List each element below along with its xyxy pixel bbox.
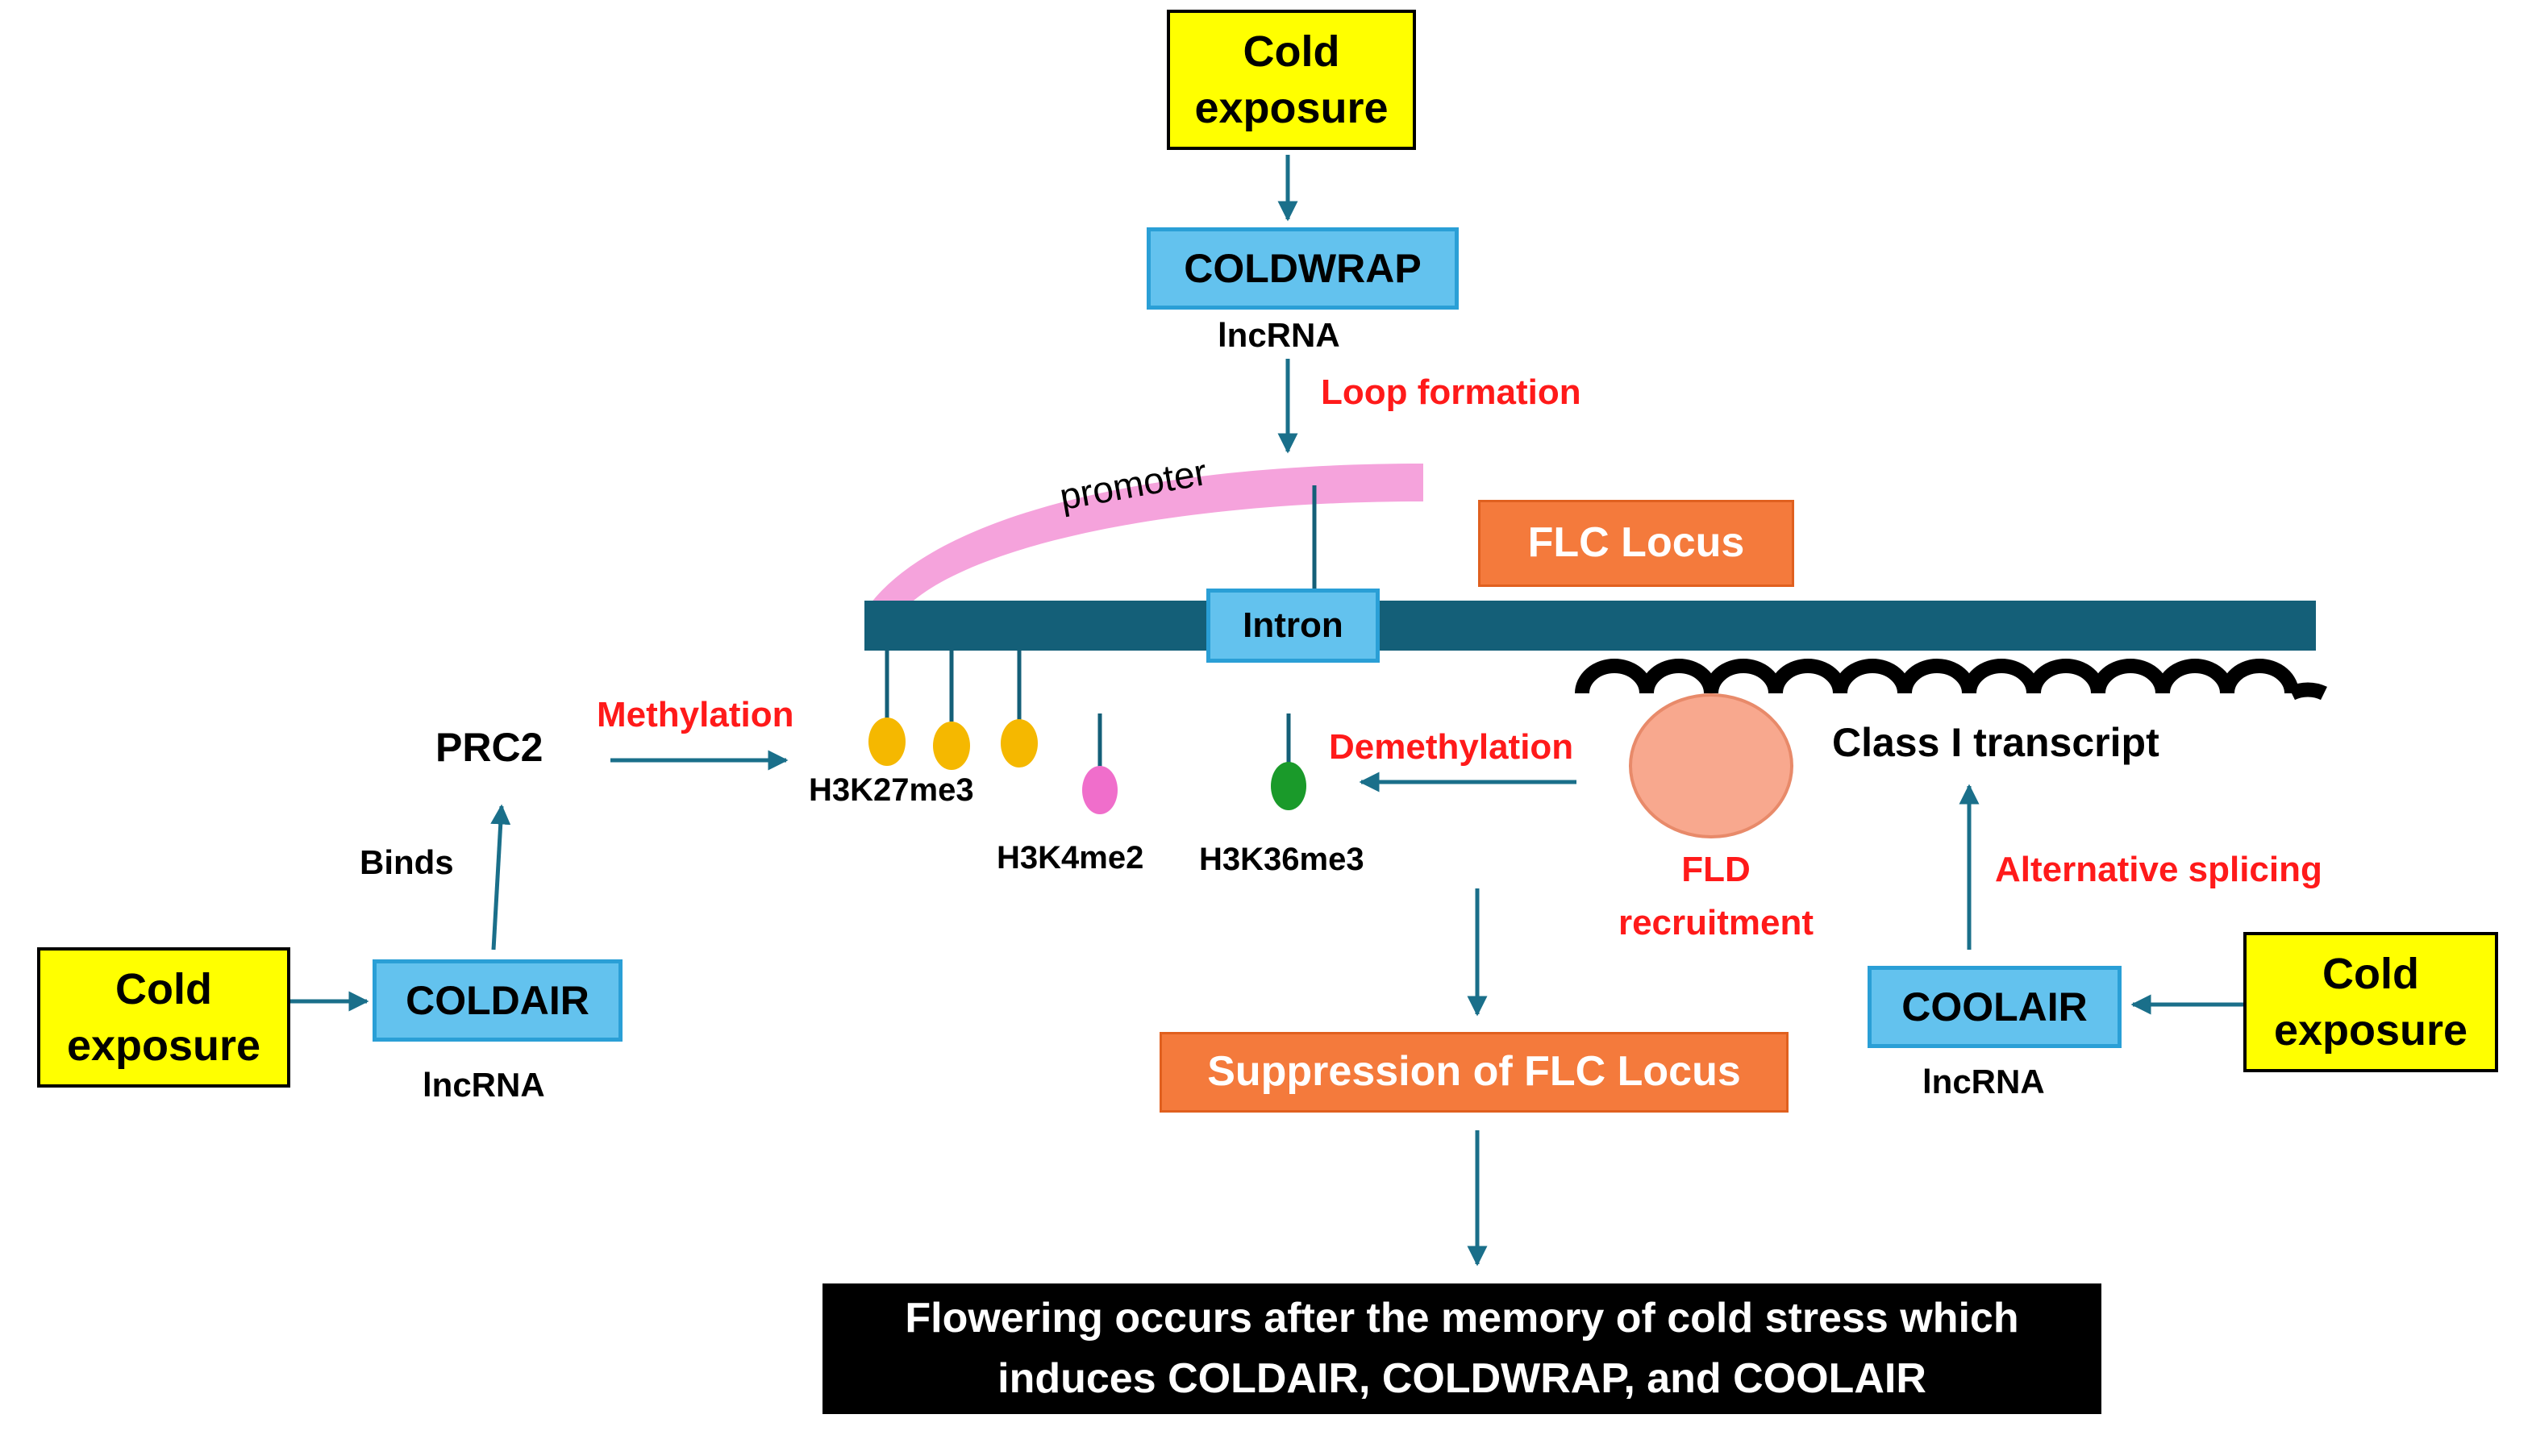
coldwrap-lncrna-label: lncRNA [1218,316,1340,354]
coldair-lncrna-label: lncRNA [423,1066,545,1104]
cold-exposure-box-left: Cold exposure [37,947,290,1088]
suppression-of-flc-box: Suppression of FLC Locus [1160,1032,1789,1113]
coldair-box: COLDAIR [373,959,623,1042]
methylation-label: Methylation [597,695,794,734]
dna-strand [864,601,2316,651]
class-i-transcript-coils [1575,659,2327,701]
cold-exposure-box-top: Cold exposure [1167,10,1416,150]
cold-exposure-box-right: Cold exposure [2243,932,2498,1072]
promoter-arc [868,464,1423,606]
coldwrap-box: COLDWRAP [1147,227,1459,310]
binds-label: Binds [360,843,454,881]
arrow-coldair-to-prc2 [490,804,511,951]
flc-locus-box: FLC Locus [1478,500,1794,587]
fld-circle [1629,693,1793,838]
demethylation-label: Demethylation [1329,727,1574,767]
h3k4me2-label: H3K4me2 [997,840,1144,876]
flowering-outcome-box: Flowering occurs after the memory of col… [822,1283,2101,1414]
alternative-splicing-label: Alternative splicing [1995,850,2322,889]
class-i-transcript-label: Class I transcript [1832,720,2159,765]
outcome-line-2: induces COLDAIR, COLDWRAP, and COOLAIR [997,1355,1926,1402]
prc2-label: PRC2 [435,725,543,770]
h3k4me2-mark [1082,713,1118,814]
h3k27me3-marks [868,651,1038,770]
loop-formation-label: Loop formation [1321,372,1581,412]
h3k36me3-label: H3K36me3 [1199,842,1364,877]
coolair-lncrna-label: lncRNA [1922,1063,2045,1100]
outcome-line-1: Flowering occurs after the memory of col… [905,1294,2019,1342]
intron-box: Intron [1206,589,1380,663]
h3k36me3-mark [1271,713,1306,810]
h3k27me3-label: H3K27me3 [809,772,974,808]
coolair-box: COOLAIR [1868,966,2122,1048]
fld-recruitment-label: FLD recruitment [1618,850,1814,942]
